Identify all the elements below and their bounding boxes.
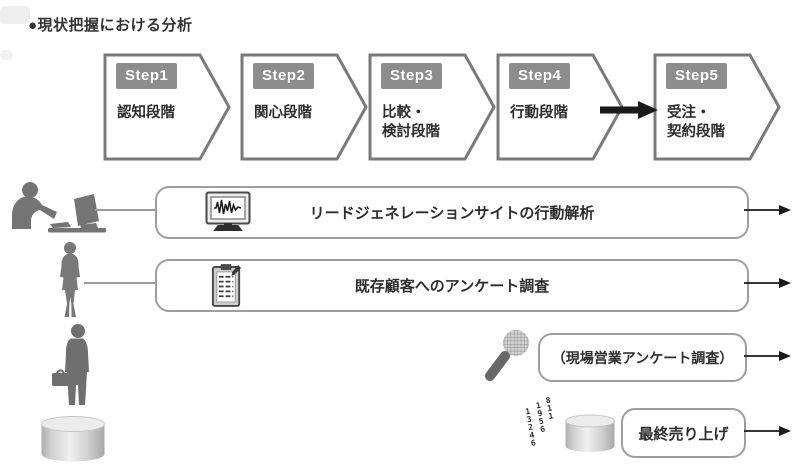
- standing-woman-icon: [60, 242, 80, 317]
- row2-output-arrow-icon: [744, 278, 791, 288]
- row4-output-arrow-icon: [744, 426, 791, 436]
- row1-connector-line: [95, 209, 155, 211]
- row3-output-arrow-icon: [744, 351, 791, 361]
- monitor-waveform-icon: [205, 191, 251, 231]
- database-cylinder-icon: [41, 416, 105, 462]
- row2-label: 既存顧客へのアンケート調査: [354, 278, 550, 295]
- clipboard-survey-icon: [211, 264, 242, 307]
- microphone-icon: [485, 330, 529, 381]
- step-2-chevron: Step2 関心段階: [240, 53, 368, 161]
- row4-label: 最終売り上げ: [638, 425, 729, 443]
- step-3-chevron: Step3 比較・ 検討段階: [368, 53, 496, 161]
- row3-label: （現場営業アンケート調査）: [551, 349, 734, 366]
- step-5-label: Step5: [666, 63, 728, 89]
- row2-survey-box: 既存顧客へのアンケート調査: [155, 259, 749, 312]
- step-4-stage: 行動段階: [510, 105, 568, 121]
- step-4-label: Step4: [509, 63, 571, 89]
- row1-label: リードジェネレーションサイトの行動解析: [309, 205, 595, 222]
- scan-artifact: [0, 6, 30, 24]
- diagram-title: ●現状把握における分析: [28, 17, 193, 34]
- person-at-computer-icon: [12, 182, 106, 233]
- step4-to-step5-arrow-icon: [600, 101, 658, 119]
- row2-connector-line: [84, 282, 155, 284]
- step-3-label: Step3: [381, 63, 443, 89]
- step-3-stage: 比較・ 検討段階: [382, 105, 440, 141]
- businessman-briefcase-icon: [52, 324, 89, 405]
- step-5-stage: 受注・ 契約段階: [667, 105, 725, 141]
- step-4-chevron: Step4 行動段階: [496, 53, 624, 161]
- step-1-label: Step1: [116, 63, 178, 89]
- row1-analysis-box: リードジェネレーションサイトの行動解析: [155, 186, 749, 239]
- step-1-stage: 認知段階: [117, 105, 175, 121]
- step-2-label: Step2: [253, 63, 315, 89]
- step-5-chevron: Step5 受注・ 契約段階: [653, 53, 781, 161]
- scan-artifact: [0, 50, 13, 60]
- row4-final-sales-box: 最終売り上げ: [621, 408, 746, 458]
- database-cylinder-small-icon: [565, 414, 615, 452]
- step-1-chevron: Step1 認知段階: [103, 53, 231, 161]
- step-2-stage: 関心段階: [254, 105, 312, 121]
- row1-output-arrow-icon: [744, 205, 791, 215]
- row3-field-survey-box: （現場営業アンケート調査）: [538, 333, 747, 382]
